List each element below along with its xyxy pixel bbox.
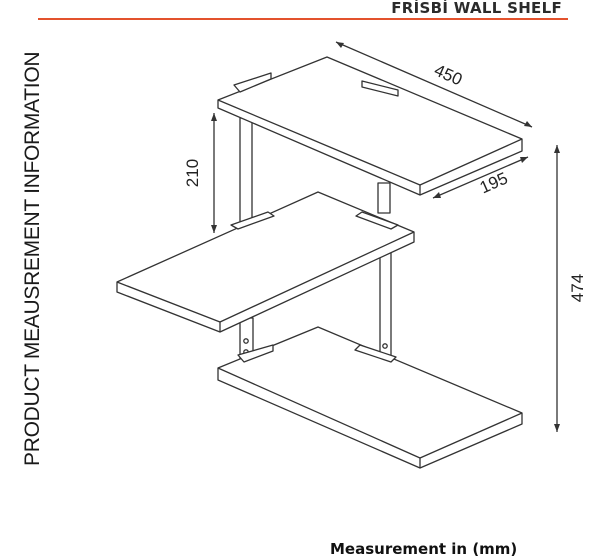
dimension-spacing bbox=[211, 113, 217, 233]
accent-divider bbox=[38, 18, 568, 20]
top-shelf bbox=[217, 56, 523, 196]
dimension-depth bbox=[432, 156, 529, 199]
height-value: 474 bbox=[568, 274, 587, 302]
middle-shelf bbox=[116, 191, 415, 333]
depth-value: 195 bbox=[477, 169, 511, 198]
dimension-height bbox=[554, 145, 560, 432]
spacing-value: 210 bbox=[183, 159, 202, 187]
bottom-shelf bbox=[217, 326, 523, 469]
product-title: FRİSBİ WALL SHELF bbox=[391, 0, 562, 17]
measurement-unit-note: Measurement in (mm) bbox=[330, 540, 518, 558]
dimension-width bbox=[335, 41, 533, 128]
